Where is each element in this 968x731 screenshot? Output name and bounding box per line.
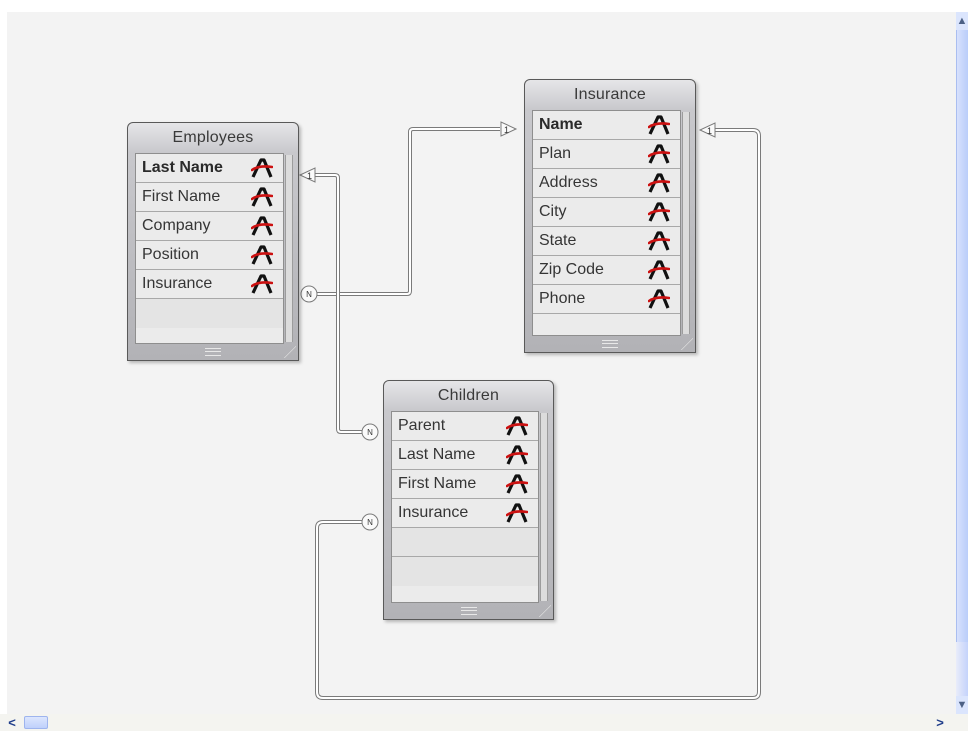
resize-handle-icon[interactable] — [681, 338, 693, 350]
alpha-text-field-icon — [506, 474, 528, 494]
table-title[interactable]: Employees — [172, 129, 254, 146]
structure-canvas[interactable]: 1 1 1 N N N Employees Last Name First Na… — [7, 12, 956, 714]
horizontal-scrollbar[interactable]: < > — [0, 714, 956, 731]
field-row[interactable]: City — [533, 198, 680, 227]
field-row[interactable]: Insurance — [136, 270, 283, 299]
table-children[interactable]: Children Parent Last Name First Name Ins… — [383, 380, 554, 620]
alpha-text-field-icon — [251, 187, 273, 207]
empty-row — [392, 528, 538, 557]
field-row[interactable]: First Name — [136, 183, 283, 212]
alpha-text-field-icon — [251, 274, 273, 294]
field-label: Last Name — [142, 159, 223, 176]
field-list: Parent Last Name First Name Insurance — [391, 411, 539, 603]
scroll-left-arrow-icon[interactable]: < — [8, 715, 16, 730]
svg-text:1: 1 — [504, 125, 509, 135]
horizontal-scroll-thumb[interactable] — [24, 716, 48, 729]
field-label: City — [539, 203, 567, 220]
vertical-scrollbar[interactable]: ▲ ▼ — [956, 12, 968, 714]
field-list: Last Name First Name Company Position In… — [135, 153, 284, 344]
drag-grip-icon[interactable] — [602, 340, 618, 348]
scroll-down-arrow-icon[interactable]: ▼ — [956, 696, 968, 714]
field-list: Name Plan Address City State Zip Code Ph… — [532, 110, 681, 336]
field-label: First Name — [398, 475, 477, 492]
field-label: Phone — [539, 290, 586, 307]
empty-row — [392, 557, 538, 586]
one-marker-insurance-left: 1 — [500, 121, 518, 137]
field-row[interactable]: Insurance — [392, 499, 538, 528]
alpha-text-field-icon — [648, 173, 670, 193]
alpha-text-field-icon — [251, 158, 273, 178]
alpha-text-field-icon — [648, 289, 670, 309]
drag-grip-icon[interactable] — [460, 607, 477, 615]
alpha-text-field-icon — [648, 144, 670, 164]
alpha-text-field-icon — [506, 445, 528, 465]
table-scrollbar[interactable] — [682, 112, 690, 334]
one-marker-employees: 1 — [298, 167, 316, 183]
field-label: State — [539, 232, 577, 249]
many-marker-employees: N — [300, 285, 318, 303]
field-label: Last Name — [398, 446, 476, 463]
alpha-text-field-icon — [506, 416, 528, 436]
link-employees-insurance[interactable] — [317, 127, 500, 296]
field-row[interactable]: Address — [533, 169, 680, 198]
field-row[interactable]: Company — [136, 212, 283, 241]
table-scrollbar[interactable] — [285, 155, 293, 342]
field-row[interactable]: Zip Code — [533, 256, 680, 285]
field-label: First Name — [142, 188, 221, 205]
drag-grip-icon[interactable] — [205, 348, 221, 356]
field-label: Position — [142, 246, 199, 263]
field-row[interactable]: First Name — [392, 470, 538, 499]
one-marker-insurance-right: 1 — [698, 122, 716, 138]
alpha-text-field-icon — [648, 115, 670, 135]
alpha-text-field-icon — [506, 503, 528, 523]
svg-text:1: 1 — [707, 126, 712, 136]
table-title[interactable]: Children — [437, 387, 500, 404]
scrollbar-corner — [956, 714, 968, 731]
svg-text:1: 1 — [307, 171, 312, 181]
table-scrollbar[interactable] — [540, 413, 548, 601]
field-row[interactable]: State — [533, 227, 680, 256]
field-label: Plan — [539, 145, 572, 162]
alpha-text-field-icon — [648, 231, 670, 251]
alpha-text-field-icon — [648, 260, 670, 280]
field-row[interactable]: Plan — [533, 140, 680, 169]
alpha-text-field-icon — [648, 202, 670, 222]
scroll-right-arrow-icon[interactable]: > — [936, 715, 944, 730]
resize-handle-icon[interactable] — [539, 605, 551, 617]
field-label: Insurance — [142, 275, 213, 292]
scroll-up-arrow-icon[interactable]: ▲ — [956, 12, 968, 30]
many-marker-children-parent: N — [361, 423, 379, 441]
svg-text:N: N — [306, 290, 312, 299]
field-row[interactable]: Last Name — [136, 154, 283, 183]
vertical-scroll-thumb[interactable] — [956, 30, 968, 642]
link-employees-children[interactable] — [315, 173, 367, 434]
field-row[interactable]: Last Name — [392, 441, 538, 470]
many-marker-children-insurance: N — [361, 513, 379, 531]
field-label: Name — [539, 116, 583, 133]
field-label: Parent — [398, 417, 446, 434]
field-label: Insurance — [398, 504, 469, 521]
svg-text:N: N — [367, 428, 373, 437]
resize-handle-icon[interactable] — [284, 346, 296, 358]
field-label: Company — [142, 217, 211, 234]
svg-text:N: N — [367, 518, 373, 527]
field-label: Address — [539, 174, 598, 191]
table-insurance[interactable]: Insurance Name Plan Address City State Z… — [524, 79, 696, 353]
field-row[interactable]: Name — [533, 111, 680, 140]
field-row[interactable]: Parent — [392, 412, 538, 441]
alpha-text-field-icon — [251, 216, 273, 236]
table-employees[interactable]: Employees Last Name First Name Company P… — [127, 122, 299, 361]
field-label: Zip Code — [539, 261, 604, 278]
relation-links: 1 1 1 N N N — [298, 121, 761, 700]
link-children-insurance[interactable] — [315, 128, 761, 700]
alpha-text-field-icon — [251, 245, 273, 265]
field-row[interactable]: Position — [136, 241, 283, 270]
table-title[interactable]: Insurance — [573, 86, 647, 103]
field-row[interactable]: Phone — [533, 285, 680, 314]
empty-row — [136, 299, 283, 328]
